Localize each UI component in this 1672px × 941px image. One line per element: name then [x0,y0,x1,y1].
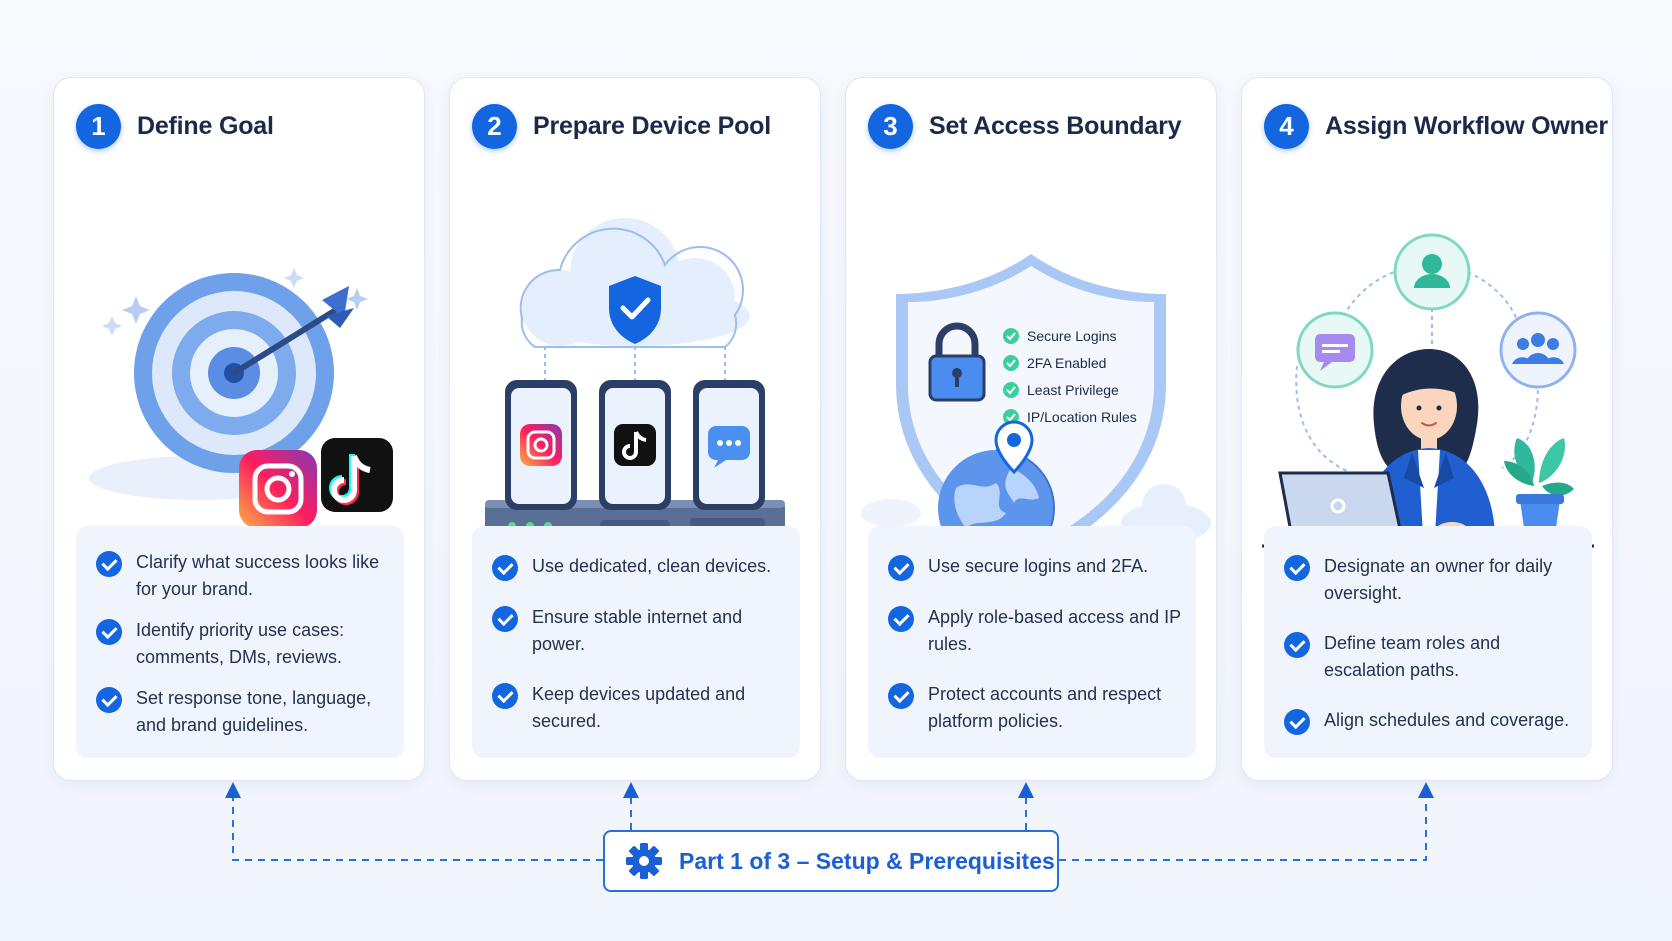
check-icon [96,551,122,577]
bullet-text: Use secure logins and 2FA. [928,556,1149,577]
bullet-text: Ensure stable internet and power. [532,606,743,654]
bullet-item: Apply role-based access and IP rules. [888,604,1182,658]
shield-item-label: 2FA Enabled [1027,355,1106,371]
bullet-item: Keep devices updated and secured. [492,681,786,735]
check-icon [888,605,914,632]
step-title: Assign Workflow Owner [1325,111,1608,140]
step-bullet-list: Clarify what success looks like for your… [76,526,404,758]
step-bullet-list: Use secure logins and 2FA. Apply role-ba… [868,526,1196,758]
bullet-item: Define team roles and escalation paths. [1284,630,1578,684]
step-header: 1 Define Goal [76,103,274,149]
check-icon [492,605,518,632]
check-icon [492,682,518,709]
workflow-owner-illustration [1242,168,1614,588]
step-number-badge: 3 [868,103,913,149]
check-icon [888,555,914,582]
shield-item-label: Secure Logins [1027,328,1117,344]
bullet-text: Use dedicated, clean devices. [532,556,772,577]
step-title: Define Goal [137,111,274,140]
phone-chat [693,380,765,510]
shield-item-2: 2FA Enabled [1003,355,1106,371]
phone-instagram [505,380,577,510]
check-icon [96,619,122,645]
bullet-item: Identify priority use cases: comments, D… [96,617,390,671]
shield-item-4: IP/Location Rules [1003,409,1137,425]
check-icon [96,687,122,713]
team-icon [1499,311,1577,389]
tiktok-icon [321,438,393,512]
bullet-item: Protect accounts and respect platform po… [888,681,1182,735]
phone-tiktok [599,380,671,510]
step-card-4: 4 Assign Workflow Owner [1241,77,1613,781]
step-card-1: 1 Define Goal [53,77,425,781]
bullet-text: Keep devices updated and secured. [532,683,746,731]
location-pin-icon [994,420,1034,475]
bullet-item: Use secure logins and 2FA. [888,553,1182,582]
step-header: 4 Assign Workflow Owner [1264,103,1608,149]
chat-icon [1296,311,1374,389]
bullet-text: Designate an owner for daily oversight. [1324,556,1553,604]
step-number-badge: 4 [1264,103,1309,149]
step-title: Prepare Device Pool [533,111,771,140]
connector-step-4 [1059,782,1434,861]
step-number-badge: 2 [472,103,517,149]
lock-icon [928,322,986,402]
check-icon [1284,708,1310,735]
check-icon [888,682,914,709]
instagram-icon [239,450,317,528]
bullet-item: Align schedules and coverage. [1284,707,1578,735]
user-icon [1393,233,1471,311]
check-icon [492,555,518,582]
step-bullet-list: Designate an owner for daily oversight. … [1264,526,1592,758]
bullet-text: Apply role-based access and IP rules. [928,606,1181,654]
shield-item-1: Secure Logins [1003,328,1117,344]
shield-item-label: IP/Location Rules [1027,409,1137,425]
step-card-2: 2 Prepare Device Pool [449,77,821,781]
device-pool-illustration [450,168,822,588]
step-header: 3 Set Access Boundary [868,103,1182,149]
bullet-text: Protect accounts and respect platform po… [928,683,1162,731]
bullet-item: Clarify what success looks like for your… [96,549,390,603]
connector-step-1 [225,782,603,861]
step-card-3: 3 Set Access Boundary Secure Logins 2FA [845,77,1217,781]
part-label-box: Part 1 of 3 – Setup & Prerequisites [603,830,1059,892]
bullet-text: Align schedules and coverage. [1324,709,1570,730]
gear-icon [626,843,662,879]
part-label-text: Part 1 of 3 – Setup & Prerequisites [679,847,1055,874]
shield-item-label: Least Privilege [1027,382,1119,398]
bullet-item: Ensure stable internet and power. [492,604,786,658]
check-icon [1284,631,1310,658]
bullet-text: Identify priority use cases: comments, D… [136,620,345,667]
target-illustration [54,168,426,588]
shield-item-3: Least Privilege [1003,382,1119,398]
bullet-item: Designate an owner for daily oversight. [1284,553,1578,607]
bullet-text: Clarify what success looks like for your… [136,552,380,599]
shield-check-icon [609,276,661,344]
step-bullet-list: Use dedicated, clean devices. Ensure sta… [472,526,800,758]
step-number-badge: 1 [76,103,121,149]
bullet-item: Set response tone, language, and brand g… [96,685,390,739]
step-title: Set Access Boundary [929,111,1182,140]
check-icon [1284,555,1310,582]
access-boundary-illustration: Secure Logins 2FA Enabled Least Privileg… [846,168,1218,588]
bullet-item: Use dedicated, clean devices. [492,553,786,582]
bullet-text: Define team roles and escalation paths. [1324,632,1501,680]
bullet-text: Set response tone, language, and brand g… [136,688,372,735]
step-header: 2 Prepare Device Pool [472,103,771,149]
